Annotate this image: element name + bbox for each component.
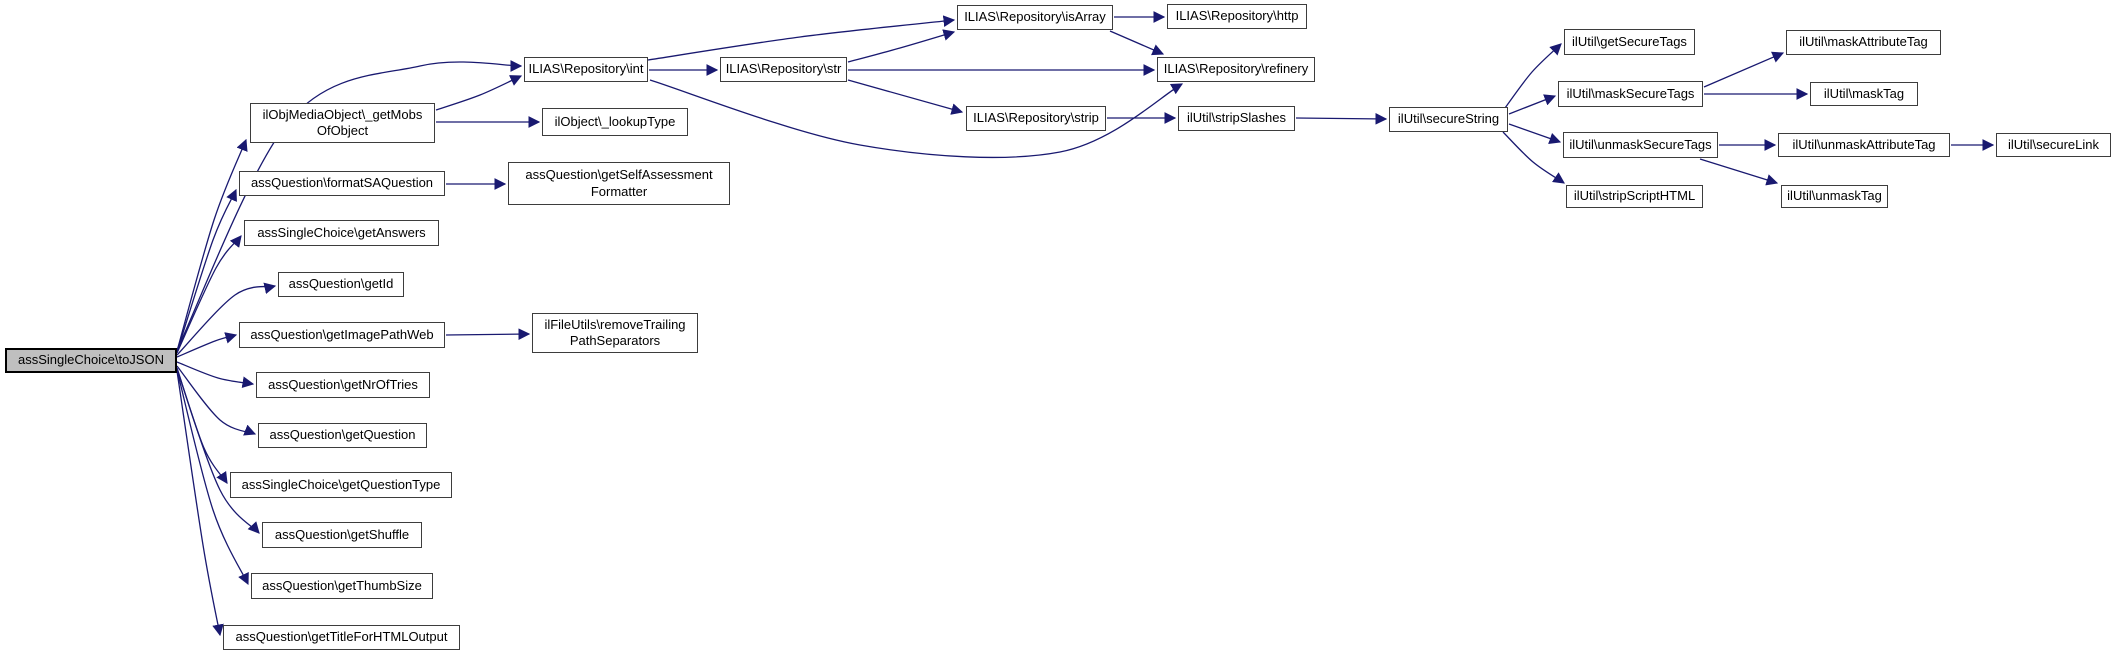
node-unmaskAttributeTag[interactable]: ilUtil\unmaskAttributeTag bbox=[1778, 133, 1950, 157]
node-getQuestion[interactable]: assQuestion\getQuestion bbox=[258, 423, 427, 448]
node-getQuestionType[interactable]: assSingleChoice\getQuestionType bbox=[230, 472, 452, 498]
node-selfAssessmentFormatter[interactable]: assQuestion\getSelfAssessment Formatter bbox=[508, 162, 730, 205]
edge-toJSON-to-getMobsOfObject bbox=[176, 138, 248, 352]
edge-secureString-to-maskSecureTags bbox=[1508, 94, 1557, 115]
edge-str-to-strip bbox=[847, 79, 964, 115]
edge-toJSON-to-getImagePathWeb bbox=[176, 332, 238, 358]
edge-secureString-to-getSecureTags bbox=[1504, 43, 1562, 109]
node-unmaskSecureTags[interactable]: ilUtil\unmaskSecureTags bbox=[1563, 132, 1718, 158]
node-getAnswers[interactable]: assSingleChoice\getAnswers bbox=[244, 220, 439, 246]
node-secureString[interactable]: ilUtil\secureString bbox=[1389, 107, 1508, 132]
edge-getMobsOfObject-to-int bbox=[435, 75, 523, 111]
edge-toJSON-to-formatSAQuestion bbox=[176, 188, 237, 353]
node-maskAttributeTag[interactable]: ilUtil\maskAttributeTag bbox=[1786, 30, 1941, 55]
node-isArray[interactable]: ILIAS\Repository\isArray bbox=[957, 5, 1113, 30]
node-getSecureTags[interactable]: ilUtil\getSecureTags bbox=[1564, 29, 1695, 55]
node-stripScriptHTML[interactable]: ilUtil\stripScriptHTML bbox=[1566, 185, 1703, 208]
edge-isArray-to-refinery bbox=[1109, 30, 1165, 56]
node-getImagePathWeb[interactable]: assQuestion\getImagePathWeb bbox=[239, 322, 445, 348]
node-refinery[interactable]: ILIAS\Repository\refinery bbox=[1157, 57, 1315, 82]
node-stripSlashes[interactable]: ilUtil\stripSlashes bbox=[1178, 106, 1295, 131]
node-strip[interactable]: ILIAS\Repository\strip bbox=[966, 106, 1106, 131]
node-unmaskTag[interactable]: ilUtil\unmaskTag bbox=[1781, 185, 1888, 208]
node-getTitleForHTMLOutput[interactable]: assQuestion\getTitleForHTMLOutput bbox=[223, 625, 460, 650]
node-maskTag[interactable]: ilUtil\maskTag bbox=[1810, 82, 1918, 106]
edge-toJSON-to-getTitleForHTMLOutput bbox=[176, 370, 224, 637]
edge-getImagePathWeb-to-removeTrailingPathSeparators bbox=[445, 328, 531, 340]
node-getId[interactable]: assQuestion\getId bbox=[278, 272, 404, 297]
edge-str-to-isArray bbox=[847, 29, 956, 63]
node-getThumbSize[interactable]: assQuestion\getThumbSize bbox=[251, 573, 433, 599]
edge-stripSlashes-to-secureString bbox=[1295, 113, 1388, 125]
edge-toJSON-to-getAnswers bbox=[176, 235, 242, 354]
node-removeTrailingPathSeparators[interactable]: ilFileUtils\removeTrailing PathSeparator… bbox=[532, 313, 698, 353]
edge-toJSON-to-getShuffle bbox=[176, 368, 260, 534]
node-str[interactable]: ILIAS\Repository\str bbox=[720, 57, 847, 82]
node-getNrOfTries[interactable]: assQuestion\getNrOfTries bbox=[256, 372, 430, 398]
edge-secureString-to-unmaskSecureTags bbox=[1508, 123, 1562, 145]
edge-secureString-to-stripScriptHTML bbox=[1502, 131, 1565, 184]
edge-toJSON-to-getQuestionType bbox=[176, 367, 228, 484]
node-getShuffle[interactable]: assQuestion\getShuffle bbox=[262, 522, 422, 548]
node-formatSAQuestion[interactable]: assQuestion\formatSAQuestion bbox=[239, 171, 445, 196]
edge-toJSON-to-getNrOfTries bbox=[176, 361, 255, 388]
edge-int-to-isArray bbox=[647, 15, 956, 61]
node-int[interactable]: ILIAS\Repository\int bbox=[524, 57, 648, 82]
edge-toJSON-to-getQuestion bbox=[176, 365, 257, 436]
node-lookupType[interactable]: ilObject\_lookupType bbox=[542, 108, 688, 136]
node-maskSecureTags[interactable]: ilUtil\maskSecureTags bbox=[1558, 81, 1703, 107]
node-toJSON[interactable]: assSingleChoice\toJSON bbox=[5, 348, 177, 373]
edge-unmaskSecureTags-to-unmaskTag bbox=[1699, 158, 1779, 186]
node-secureLink[interactable]: ilUtil\secureLink bbox=[1996, 133, 2111, 157]
node-getMobsOfObject[interactable]: ilObjMediaObject\_getMobs OfObject bbox=[250, 103, 435, 143]
node-http[interactable]: ILIAS\Repository\http bbox=[1167, 4, 1307, 29]
edge-maskSecureTags-to-maskAttributeTag bbox=[1703, 51, 1785, 88]
